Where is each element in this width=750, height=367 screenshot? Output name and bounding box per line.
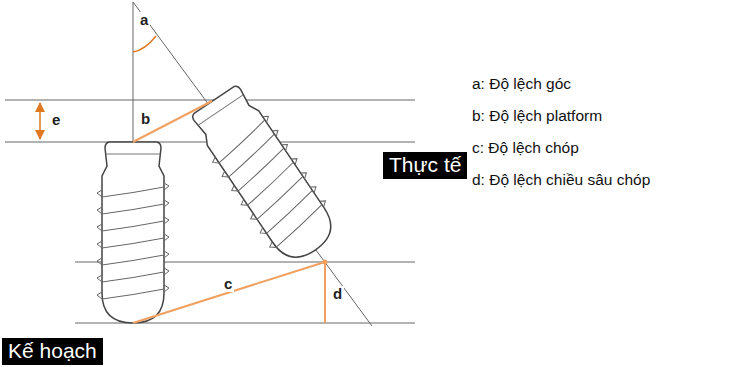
- callout-letter: b: [139, 111, 152, 127]
- legend-text: b: Độ lệch platform: [472, 107, 602, 125]
- legend-text: d: Độ lệch chiều sâu chóp: [472, 171, 650, 189]
- box-label: Thực tế: [389, 153, 461, 177]
- callout-letter: d: [331, 286, 344, 302]
- depth-arrow: [39, 103, 41, 139]
- callout-letter: e: [50, 112, 62, 128]
- box-label: Kế hoạch: [8, 339, 97, 363]
- apex-dot: [323, 260, 328, 265]
- callout-letter: c: [222, 276, 234, 292]
- label-box: Thực tế: [383, 152, 467, 179]
- actual-implant: [184, 80, 345, 270]
- legend-text: a: Độ lệch góc: [472, 75, 571, 93]
- planned-implant: [97, 142, 169, 323]
- deviation-lines: [133, 101, 325, 323]
- callout-letter: a: [138, 12, 150, 28]
- reference-lines: [5, 2, 415, 326]
- label-box: Kế hoạch: [2, 338, 103, 365]
- legend-text: c: Độ lệch chóp: [472, 139, 579, 157]
